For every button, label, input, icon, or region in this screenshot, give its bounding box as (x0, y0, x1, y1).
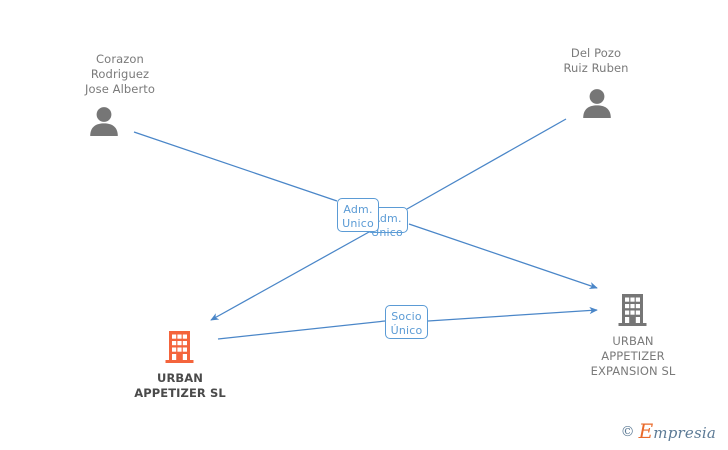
person-icon (581, 88, 613, 122)
person-icon (88, 106, 120, 140)
relation-box-adm-unico-front[interactable]: Adm. Unico (337, 198, 379, 232)
edge-urban-appetizer-to-socio-unico (217, 320, 386, 340)
person-label-delpozo: Del Pozo Ruiz Ruben (563, 46, 629, 75)
person-label-corazon: Corazon Rodriguez Jose Alberto (84, 52, 156, 96)
edge-socio-unico-to-urban-expansion (427, 306, 598, 322)
building-icon (165, 331, 194, 367)
copyright-icon: © (620, 423, 635, 440)
brand-name: Empresia (638, 419, 716, 443)
relation-box-socio-unico[interactable]: Socio Único (385, 305, 428, 339)
edge-corazon-to-adm-unico (133, 131, 338, 202)
building-icon (618, 294, 647, 330)
edge-adm-unico-to-urban-expansion (408, 223, 598, 289)
company-label-urban-appetizer: URBAN APPETIZER SL (134, 371, 226, 400)
edge-adm-unico-to-urban-appetizer (210, 231, 370, 321)
edge-delpozo-to-adm-unico (406, 118, 567, 210)
company-label-urban-expansion: URBAN APPETIZER EXPANSION SL (590, 334, 676, 378)
watermark-empresia: © Empresia (621, 421, 716, 442)
